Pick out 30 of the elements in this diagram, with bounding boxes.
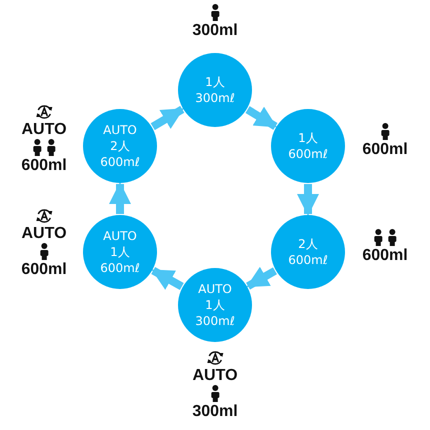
mode-label: 600ml (362, 140, 408, 159)
circle-text: AUTO (103, 122, 137, 138)
mode-label: 600ml (21, 260, 67, 279)
mode-label: 600ml (362, 246, 408, 265)
mode-label: AUTO (21, 120, 67, 139)
circle-text: 1人 (298, 130, 318, 146)
circle-text: 1人 (205, 74, 225, 90)
circle-text: 1人 (205, 297, 225, 313)
circle-text: 2人 (298, 236, 318, 252)
circle-text: 2人 (110, 138, 130, 154)
circle-text: 1人 (110, 244, 130, 260)
mode-label: AUTO (192, 366, 238, 385)
mode-label: 300ml (192, 21, 238, 40)
circle-text: 300mℓ (195, 90, 235, 106)
arrow (246, 266, 277, 290)
circle-text: 300mℓ (195, 313, 235, 329)
circle-text: 600mℓ (288, 252, 328, 268)
circle-text: 600mℓ (100, 260, 140, 276)
mode-label: 600ml (21, 156, 67, 175)
arrow (297, 184, 319, 216)
arrow (245, 106, 278, 130)
mode-label: AUTO (21, 224, 67, 243)
arrow (151, 267, 184, 290)
circle-text: 600mℓ (100, 154, 140, 170)
circle-text: AUTO (103, 228, 137, 244)
circle-text: AUTO (198, 281, 232, 297)
mode-label: 300ml (192, 402, 238, 421)
arrow (109, 182, 131, 214)
arrow (150, 106, 184, 130)
circle-text: 600mℓ (288, 146, 328, 162)
